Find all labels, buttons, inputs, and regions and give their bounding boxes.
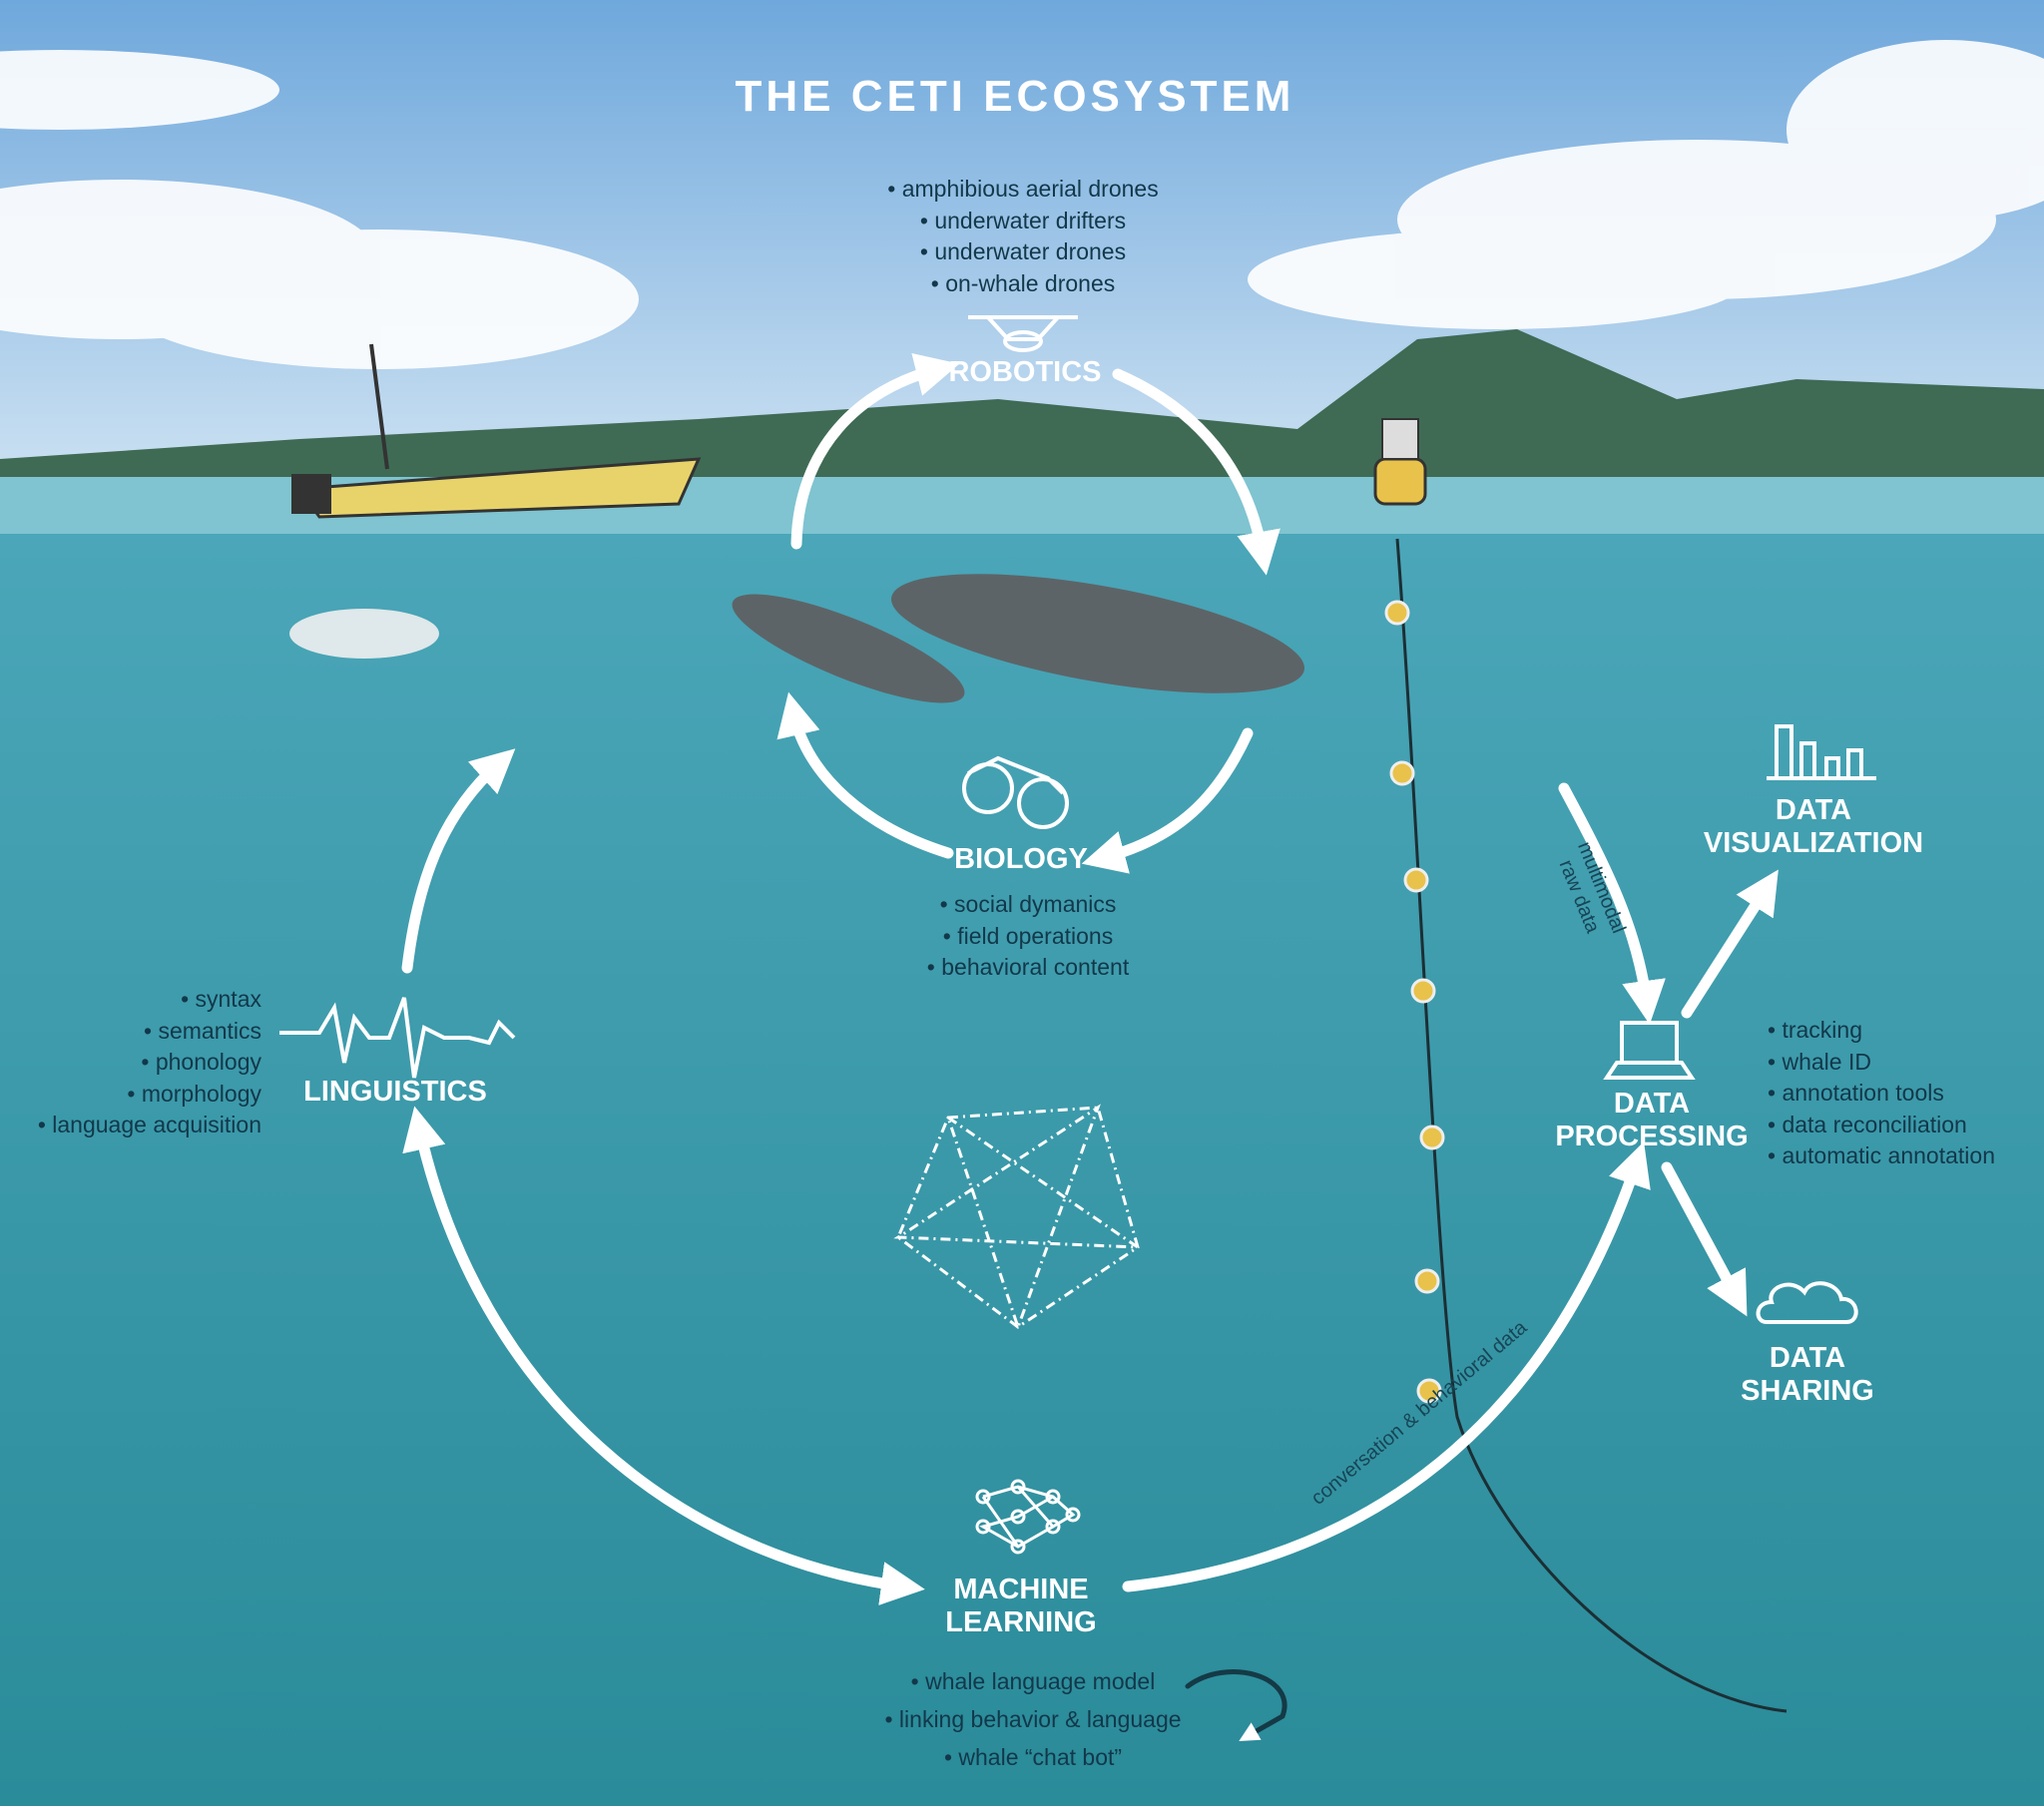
data-visualization-label: DATA VISUALIZATION	[1704, 794, 1923, 860]
list-item: syntax	[38, 984, 261, 1016]
list-item: whale “chat bot”	[884, 1738, 1181, 1776]
sperm-whales	[732, 574, 1304, 703]
label-line: MACHINE	[953, 1574, 1089, 1605]
cycle-arrows	[401, 353, 1779, 1741]
list-item: annotation tools	[1768, 1078, 1995, 1110]
list-item: field operations	[927, 921, 1129, 953]
label-line: DATA	[1769, 1342, 1846, 1374]
laptop-icon	[1603, 1021, 1696, 1080]
clouds	[0, 40, 2044, 369]
biology-label: BIOLOGY	[954, 843, 1088, 875]
neural-network-icon	[975, 1479, 1081, 1555]
cloud-icon	[1756, 1281, 1858, 1324]
drone-icon	[968, 315, 1078, 352]
list-item: linking behavior & language	[884, 1700, 1182, 1738]
list-item: underwater drones	[887, 236, 1158, 268]
list-item: social dymanics	[927, 889, 1129, 921]
list-item: language acquisition	[38, 1110, 261, 1141]
label-line: SHARING	[1741, 1375, 1874, 1407]
list-item: amphibious aerial drones	[887, 174, 1159, 206]
list-item: whale language model	[884, 1662, 1181, 1700]
label-line: DATA	[1775, 794, 1852, 826]
list-item: on-whale drones	[887, 268, 1158, 300]
list-item: morphology	[38, 1079, 261, 1111]
list-item: whale ID	[1768, 1047, 1995, 1079]
list-item: data reconciliation	[1768, 1110, 1995, 1141]
machine-learning-label: MACHINE LEARNING	[945, 1574, 1096, 1639]
list-item: phonology	[38, 1047, 261, 1079]
list-item: underwater drifters	[887, 206, 1158, 237]
mountains	[0, 329, 2044, 479]
waveform-icon	[279, 997, 516, 1079]
bar-chart-icon	[1767, 724, 1876, 780]
data-sharing-label: DATA SHARING	[1741, 1342, 1874, 1408]
label-line: VISUALIZATION	[1703, 827, 1924, 859]
list-item: semantics	[38, 1016, 261, 1048]
list-item: behavioral content	[927, 952, 1129, 984]
underwater	[0, 534, 2044, 1806]
underwater-drone	[289, 609, 439, 659]
binoculars-icon	[962, 755, 1069, 829]
robotics-label: ROBOTICS	[948, 356, 1102, 388]
linguistics-list: syntax semantics phonology morphology la…	[38, 984, 261, 1141]
data-processing-list: tracking whale ID annotation tools data …	[1768, 1015, 1995, 1172]
list-item: tracking	[1768, 1015, 1995, 1047]
boat	[291, 343, 702, 519]
page-title: THE CETI ECOSYSTEM	[735, 72, 1295, 121]
label-line: LEARNING	[945, 1606, 1097, 1638]
linguistics-label: LINGUISTICS	[303, 1076, 487, 1108]
label-line: DATA	[1613, 1088, 1691, 1120]
biology-list: social dymanics field operations behavio…	[927, 889, 1129, 984]
whale-social-network	[893, 1104, 1144, 1332]
list-item: automatic annotation	[1768, 1140, 1995, 1172]
label-line: PROCESSING	[1555, 1121, 1749, 1152]
data-processing-label: DATA PROCESSING	[1555, 1088, 1748, 1153]
buoy	[1373, 418, 1788, 1713]
robotics-list: amphibious aerial drones underwater drif…	[887, 174, 1159, 300]
machine-learning-list: whale language model linking behavior & …	[884, 1662, 1182, 1776]
